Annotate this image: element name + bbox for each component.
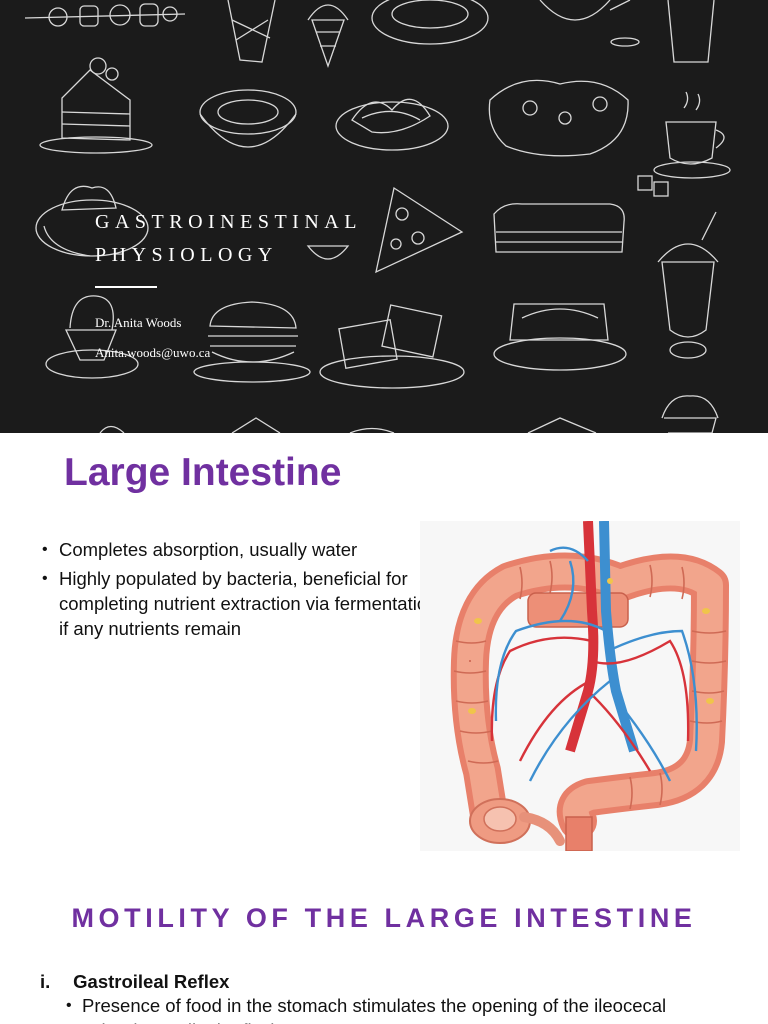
milkshake-doodle	[657, 211, 719, 359]
pizza-slice-doodle	[375, 186, 464, 274]
bullet-list: • Completes absorption, usually water • …	[40, 537, 440, 645]
burger-doodle	[193, 301, 311, 383]
slide-title: MOTILITY OF THE LARGE INTESTINE	[71, 903, 697, 933]
waffles-doodle	[319, 304, 465, 389]
salad-doodle	[488, 79, 629, 157]
title-slide: GASTROINESTINAL PHYSIOLOGY Dr. Anita Woo…	[0, 0, 768, 433]
bowl-doodle	[539, 0, 640, 47]
appendix	[519, 812, 565, 846]
bullet-icon: •	[66, 997, 72, 1014]
subheading: i. Gastroileal Reflex	[40, 971, 229, 993]
pasta-plate-doodle	[335, 98, 449, 151]
list-item: • Presence of food in the stomach stimul…	[66, 993, 682, 1024]
toast-doodle	[493, 303, 627, 371]
list-item: • Highly populated by bacteria, benefici…	[40, 566, 440, 641]
title-divider	[95, 286, 157, 288]
rectum	[565, 816, 593, 851]
subheading-text: Gastroileal Reflex	[73, 971, 230, 992]
title-line-1: GASTROINESTINAL	[95, 211, 362, 233]
kebab-doodle	[24, 3, 186, 27]
subheading-number: i.	[40, 971, 51, 992]
bullet-icon: •	[42, 541, 48, 558]
egg-cup-doodle	[45, 295, 139, 379]
author-name: Dr. Anita Woods	[95, 315, 182, 330]
bullet-text: Highly populated by bacteria, beneficial…	[59, 568, 438, 639]
vena-cava	[599, 521, 639, 753]
author-email: Anita.woods@uwo.ca	[95, 345, 211, 360]
sugar-cubes-doodle	[637, 175, 669, 197]
large-intestine-illustration	[420, 521, 740, 851]
meat-plate-doodle	[35, 185, 149, 257]
bullet-text: Completes absorption, usually water	[59, 539, 358, 560]
sandwich-doodle	[493, 203, 625, 253]
slide-title: Large Intestine	[64, 451, 342, 494]
bullet-icon: •	[42, 570, 48, 587]
wrap-doodle	[227, 0, 276, 63]
large-intestine-slide: Large Intestine • Completes absorption, …	[0, 433, 768, 865]
bottom-doodles	[99, 417, 597, 433]
food-doodle-background	[24, 0, 731, 433]
glass-doodle	[667, 0, 715, 63]
small-bowl-doodle	[306, 245, 350, 260]
dessert-cup-doodle	[661, 395, 719, 433]
fat-deposits	[468, 578, 714, 714]
coffee-cup-doodle	[653, 91, 731, 179]
icecream-doodle	[307, 4, 349, 68]
list-item: • Completes absorption, usually water	[40, 537, 440, 562]
aorta	[565, 521, 599, 753]
title-line-2: PHYSIOLOGY	[95, 244, 278, 266]
motility-slide: MOTILITY OF THE LARGE INTESTINE i. Gastr…	[0, 865, 768, 1024]
cake-doodle	[39, 57, 153, 154]
plate-doodle	[371, 0, 489, 45]
bullet-text: Presence of food in the stomach stimulat…	[82, 995, 667, 1024]
presentation-title: GASTROINESTINAL PHYSIOLOGY	[95, 206, 362, 272]
soup-bowl-doodle	[199, 89, 297, 148]
